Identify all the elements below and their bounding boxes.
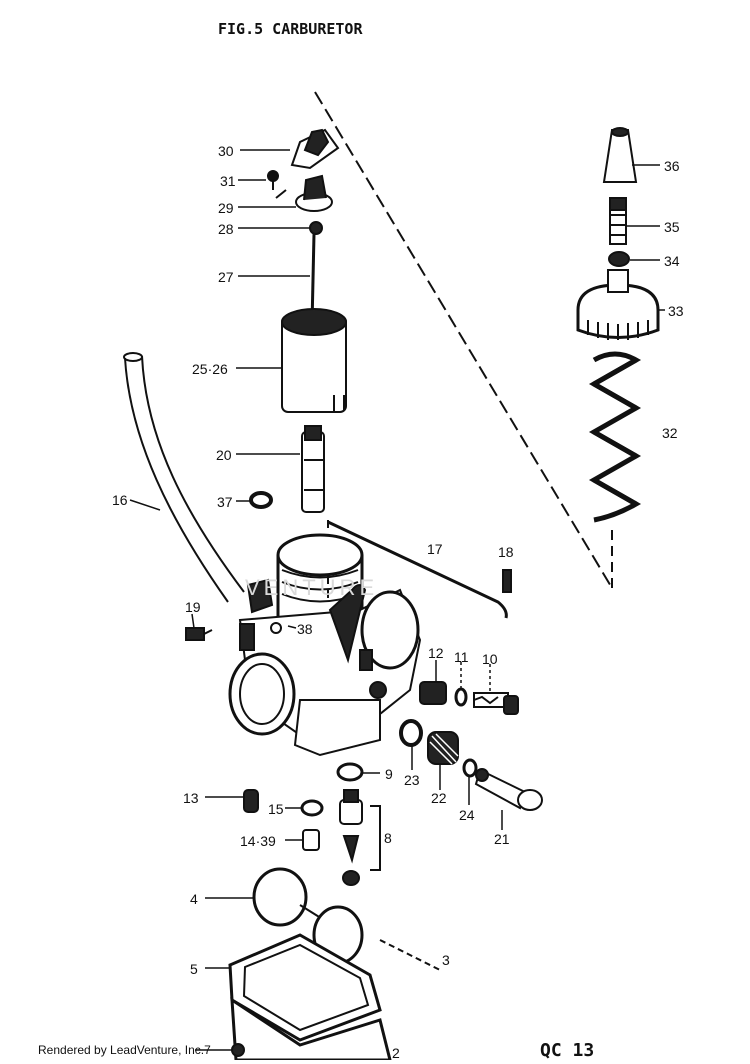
part-11-o-ring <box>454 687 468 707</box>
callout-21: 21 <box>494 831 510 847</box>
part-16-vent-hose <box>123 352 245 603</box>
callout-22: 22 <box>431 790 447 806</box>
part-7-float-bowl <box>230 997 392 1062</box>
part-12-spring <box>419 681 447 705</box>
part-20-needle-jet <box>301 425 325 513</box>
part-14-39-plug <box>302 829 320 851</box>
part-24-o-ring <box>462 758 478 778</box>
callout-25-26: 25·26 <box>192 361 228 377</box>
callout-9: 9 <box>385 766 393 782</box>
callout-2: 2 <box>392 1045 400 1061</box>
part-28-clip <box>309 221 323 235</box>
part-21-throttle-stop-screw <box>474 768 543 811</box>
part-33-mixing-chamber-cap <box>576 269 660 340</box>
part-30-top-cap <box>290 128 340 170</box>
callout-29: 29 <box>218 200 234 216</box>
part-15-washer <box>300 799 324 817</box>
callout-3: 3 <box>442 952 450 968</box>
leader-lines <box>129 149 665 1051</box>
carburetor-body <box>228 533 422 757</box>
part-9-washer <box>336 762 364 782</box>
callout-15: 15 <box>268 801 284 817</box>
callout-17: 17 <box>427 541 443 557</box>
part-10-air-screw <box>473 692 519 715</box>
part-37-o-ring <box>249 491 273 509</box>
callout-8: 8 <box>384 830 392 846</box>
callout-13: 13 <box>183 790 199 806</box>
callout-28: 28 <box>218 221 234 237</box>
part-13-drain-fitting <box>243 789 259 813</box>
part-31-screw <box>267 170 279 190</box>
watermark-text: VENTURE <box>245 575 379 600</box>
part-22-spring <box>427 731 459 765</box>
part-36-cable-adjuster-cap <box>602 127 638 183</box>
callout-14-39: 14·39 <box>240 833 276 849</box>
callout-11: 11 <box>454 649 469 665</box>
footer-credit-text: Rendered by LeadVenture, Inc. <box>38 1043 205 1057</box>
callout-36: 36 <box>664 158 680 174</box>
callout-37: 37 <box>217 494 233 510</box>
assembly-guide-line <box>314 91 613 589</box>
part-19-bolt <box>185 627 213 641</box>
callout-10: 10 <box>482 651 498 667</box>
callout-38: 38 <box>297 621 313 637</box>
part-35-cable-adjuster <box>609 197 627 245</box>
part-18-pin <box>502 569 512 593</box>
page-code: QC 13 <box>540 1040 595 1061</box>
part-23-washer <box>399 719 423 747</box>
part-8-float-valve-assy <box>339 789 381 886</box>
callout-35: 35 <box>664 219 680 235</box>
callout-4: 4 <box>190 891 198 907</box>
callout-20: 20 <box>216 447 232 463</box>
part-32-throttle-spring <box>588 351 642 523</box>
callout-24: 24 <box>459 807 475 823</box>
callout-27: 27 <box>218 269 234 285</box>
part-29-needle-clip-holder <box>275 174 333 212</box>
callout-32: 32 <box>662 425 678 441</box>
callout-18: 18 <box>498 544 514 560</box>
callout-5: 5 <box>190 961 198 977</box>
part-3-float-pin <box>379 939 441 971</box>
callout-23: 23 <box>404 772 420 788</box>
callout-31: 31 <box>220 173 236 189</box>
figure-title: FIG.5 CARBURETOR <box>218 20 363 38</box>
callout-12: 12 <box>428 645 444 661</box>
callout-19: 19 <box>185 599 201 615</box>
callout-33: 33 <box>668 303 684 319</box>
part-34-lock-nut <box>608 251 630 267</box>
callout-7: 7 <box>204 1043 211 1057</box>
callout-30: 30 <box>218 143 234 159</box>
footer-credit: Rendered by LeadVenture, Inc.7 <box>38 1043 211 1057</box>
part-17-rod <box>327 520 508 619</box>
part-25-26-throttle-valve <box>281 308 347 413</box>
callout-34: 34 <box>664 253 680 269</box>
callout-16: 16 <box>112 492 128 508</box>
